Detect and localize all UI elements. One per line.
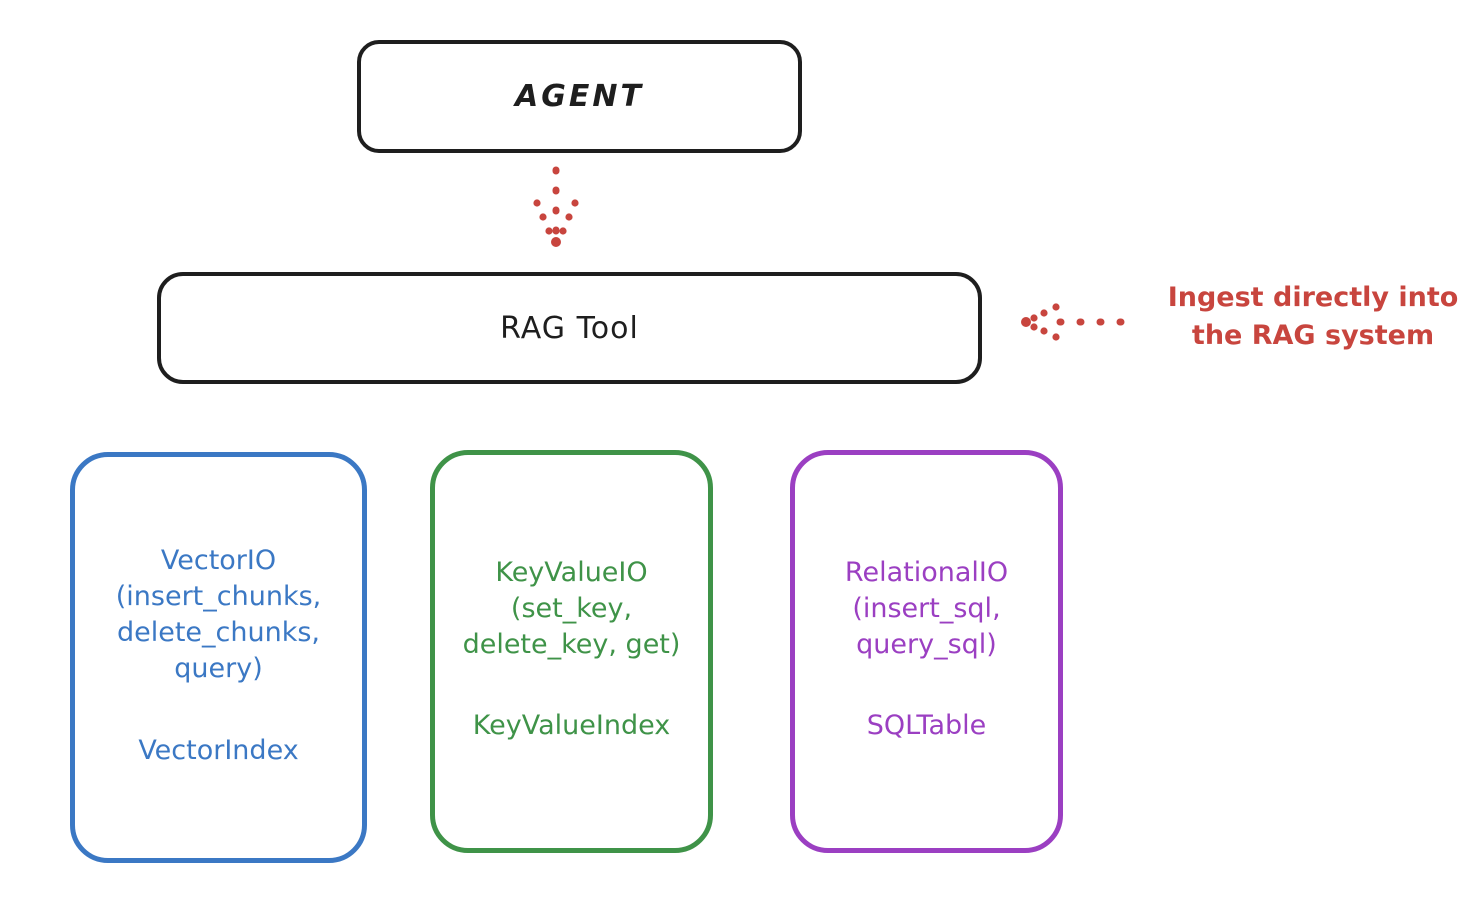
agent-node[interactable]: AGENT — [357, 40, 802, 153]
relational-io-api-label: RelationalIO (insert_sql, query_sql) — [844, 557, 1009, 660]
relational-io-index-label: SQLTable — [866, 709, 987, 741]
key-value-io-index-label: KeyValueIndex — [472, 709, 671, 741]
agent-to-rag-connector — [533, 166, 579, 254]
key-value-io-content: KeyValueIO (set_key, delete_key, get) Ke… — [435, 455, 708, 848]
relational-io-content: RelationalIO (insert_sql, query_sql) SQL… — [795, 455, 1058, 848]
rag-tool-node-label: RAG Tool — [500, 310, 639, 346]
rag-tool-node[interactable]: RAG Tool — [157, 272, 982, 384]
vector-io-api-label: VectorIO (insert_chunks, delete_chunks, … — [115, 545, 322, 684]
key-value-io-api-label: KeyValueIO (set_key, delete_key, get) — [462, 557, 681, 660]
vector-io-content: VectorIO (insert_chunks, delete_chunks, … — [75, 457, 362, 858]
relational-io-node[interactable]: RelationalIO (insert_sql, query_sql) SQL… — [790, 450, 1063, 853]
ingest-to-rag-connector — [1021, 303, 1144, 341]
vector-io-node[interactable]: VectorIO (insert_chunks, delete_chunks, … — [70, 452, 367, 863]
vector-io-index-label: VectorIndex — [138, 734, 299, 766]
arrow-left-icon — [1021, 303, 1060, 341]
arrow-down-icon — [533, 199, 579, 247]
key-value-io-node[interactable]: KeyValueIO (set_key, delete_key, get) Ke… — [430, 450, 713, 853]
ingest-annotation-label: Ingest directly into the RAG system — [1167, 282, 1459, 352]
agent-node-label: AGENT — [515, 79, 644, 114]
